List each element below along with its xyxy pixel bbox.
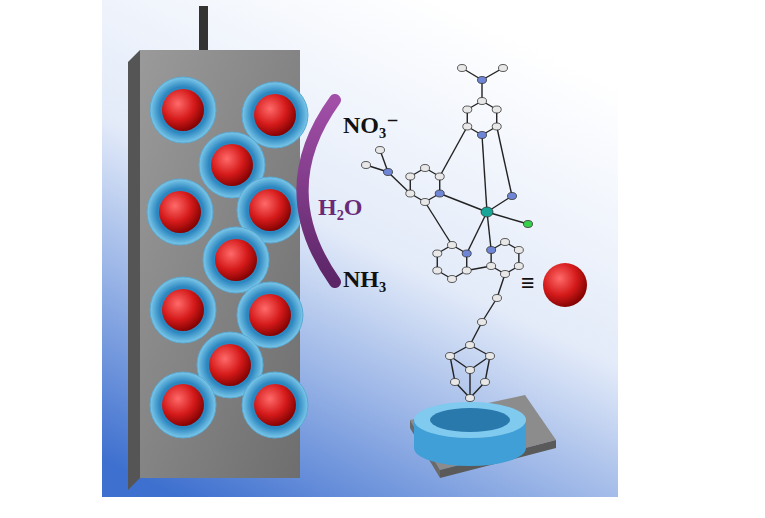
bond	[469, 370, 470, 398]
catalyst-sphere	[159, 191, 201, 233]
species-label: NH₃	[343, 266, 386, 292]
catalyst-sphere	[209, 344, 251, 386]
surface-plate	[410, 395, 556, 478]
atom	[466, 367, 475, 374]
atom	[421, 199, 430, 206]
atom	[406, 173, 415, 180]
catalyst-array	[147, 77, 308, 438]
host-ring	[150, 77, 216, 143]
atom	[508, 193, 517, 200]
catalyst-sphere	[249, 294, 291, 336]
atom	[501, 271, 510, 278]
catalyst-sphere	[254, 384, 296, 426]
atom	[487, 247, 496, 254]
atom	[524, 221, 533, 228]
catalyst-spot	[242, 372, 308, 438]
catalyst-spot	[203, 227, 269, 293]
electrode-rod	[199, 6, 208, 56]
catalyst-sphere	[543, 263, 587, 307]
bond	[440, 127, 468, 177]
catalyst-spot	[150, 77, 216, 143]
atom	[478, 77, 487, 84]
bond	[467, 212, 487, 254]
catalyst-sphere	[162, 289, 204, 331]
background	[102, 0, 618, 497]
atom	[463, 106, 472, 113]
bond	[497, 127, 512, 197]
atom	[514, 247, 523, 254]
atom	[384, 169, 393, 176]
catalyst-sphere	[215, 239, 257, 281]
bond	[487, 212, 491, 250]
catalyst-sphere	[162, 384, 204, 426]
atom	[487, 263, 496, 270]
catalyst-spot	[150, 277, 216, 343]
catalyst-sphere	[162, 89, 204, 131]
atom	[376, 147, 385, 154]
atom	[446, 353, 455, 360]
host-ring	[150, 277, 216, 343]
reaction-arc	[303, 100, 336, 282]
atom	[486, 353, 495, 360]
host-ring	[203, 227, 269, 293]
atom	[492, 123, 501, 130]
bond	[485, 356, 490, 382]
host-ring	[242, 372, 308, 438]
atom	[463, 123, 472, 130]
atom	[481, 379, 490, 386]
atom	[362, 162, 371, 169]
atom	[421, 165, 430, 172]
atom	[433, 250, 442, 257]
atom	[478, 319, 487, 326]
atom	[458, 65, 467, 72]
atom	[478, 98, 487, 105]
atom	[514, 263, 523, 270]
host-ring	[150, 372, 216, 438]
atom	[435, 190, 444, 197]
atom	[492, 106, 501, 113]
species-label: H₂O	[318, 194, 363, 220]
equivalence-sign: ≡	[521, 270, 535, 296]
atom	[462, 267, 471, 274]
atom	[406, 190, 415, 197]
bond	[450, 356, 455, 382]
catalyst-spot	[147, 179, 213, 245]
atom	[466, 395, 475, 402]
atom	[435, 173, 444, 180]
atom	[501, 239, 510, 246]
bond	[425, 202, 452, 245]
host-ring	[414, 402, 526, 466]
host-ring	[147, 179, 213, 245]
species-label: NO₃⁻	[343, 112, 399, 138]
atom	[448, 276, 457, 283]
catalyst-sphere	[211, 144, 253, 186]
atom	[466, 342, 475, 349]
atom	[499, 65, 508, 72]
atom	[451, 379, 460, 386]
electrode-face	[140, 50, 300, 478]
atom	[481, 207, 493, 217]
catalyst-sphere	[249, 189, 291, 231]
bond	[440, 194, 487, 213]
atom	[493, 295, 502, 302]
bond	[482, 298, 497, 322]
electrode-side	[128, 50, 140, 490]
atom	[462, 250, 471, 257]
atom	[448, 242, 457, 249]
catalyst-spot	[150, 372, 216, 438]
bond	[487, 212, 528, 224]
atom	[478, 132, 487, 139]
bond	[482, 135, 487, 212]
atom	[433, 267, 442, 274]
catalyst-sphere	[254, 94, 296, 136]
